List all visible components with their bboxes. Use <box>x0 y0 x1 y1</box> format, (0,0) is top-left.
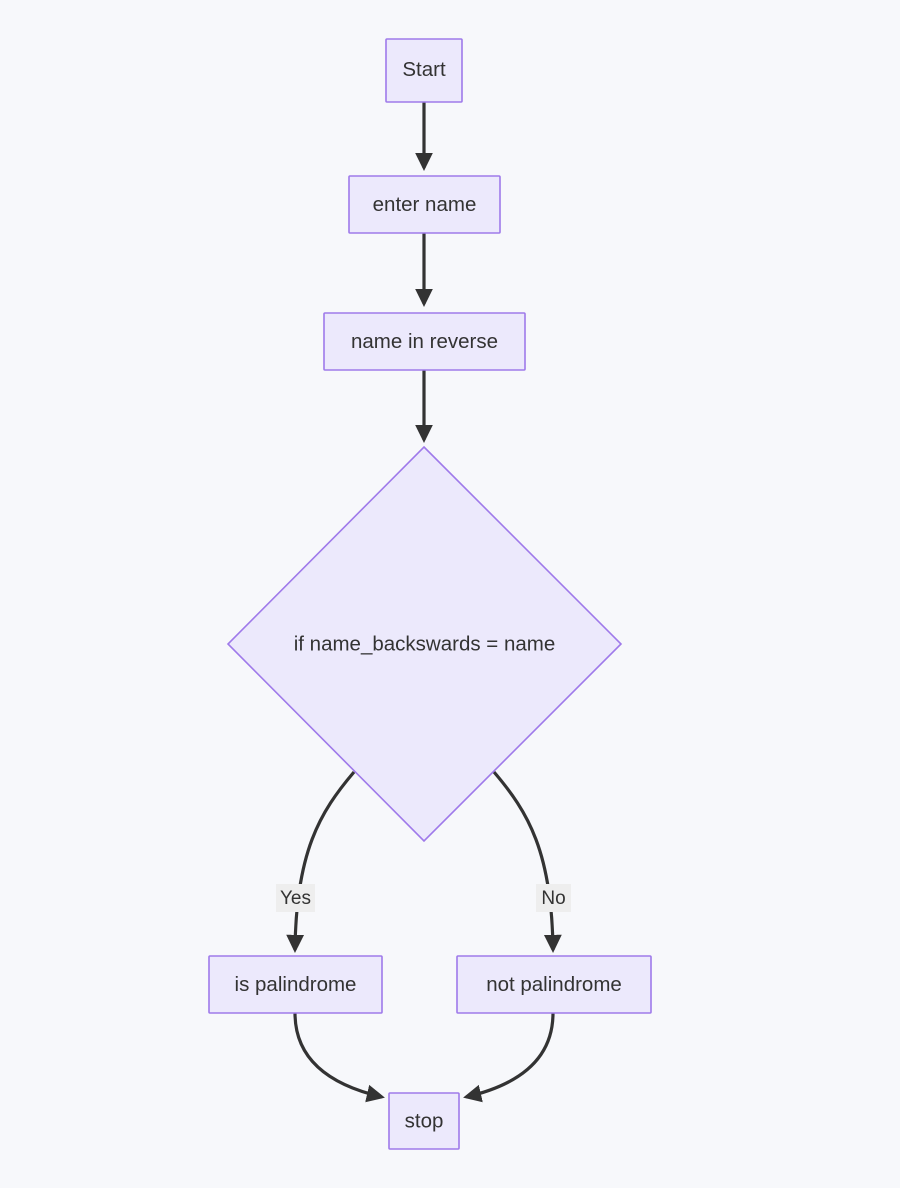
node-name-in-reverse[interactable]: name in reverse <box>323 312 526 371</box>
node-is-palindrome-shape[interactable] <box>208 955 383 1014</box>
edge-not-palindrome-to-stop <box>463 1012 555 1103</box>
edge-decision-to-not-palindrome <box>492 770 562 953</box>
node-decision-shape[interactable] <box>226 445 623 843</box>
edge-label-yes-background <box>276 884 315 912</box>
edge-label-no-background <box>536 884 571 912</box>
node-not-palindrome-label: not palindrome <box>486 973 622 996</box>
node-is-palindrome-label: is palindrome <box>235 973 357 996</box>
node-decision[interactable]: if name_backswards = name <box>226 445 623 843</box>
node-not-palindrome[interactable]: not palindrome <box>456 955 652 1014</box>
edge-is-palindrome-to-stop <box>293 1012 385 1103</box>
node-not-palindrome-shape[interactable] <box>456 955 652 1014</box>
edge-decision-to-is-palindrome <box>286 770 356 953</box>
node-name-in-reverse-label: name in reverse <box>351 330 498 353</box>
node-layer: Start enter name name in reverse if name… <box>208 38 652 1150</box>
node-start-label: Start <box>402 58 446 81</box>
node-stop-shape[interactable] <box>388 1092 460 1150</box>
node-enter-name-shape[interactable] <box>348 175 501 234</box>
node-enter-name[interactable]: enter name <box>348 175 501 234</box>
node-start-shape[interactable] <box>385 38 463 103</box>
node-start[interactable]: Start <box>385 38 463 103</box>
node-enter-name-label: enter name <box>373 193 477 216</box>
node-stop[interactable]: stop <box>388 1092 460 1150</box>
node-is-palindrome[interactable]: is palindrome <box>208 955 383 1014</box>
edge-layer <box>286 102 562 1103</box>
edge-label-layer: Yes No <box>276 884 571 912</box>
node-stop-label: stop <box>405 1109 444 1132</box>
node-decision-label: if name_backswards = name <box>294 632 556 655</box>
edge-label-yes: Yes <box>280 888 311 909</box>
node-name-in-reverse-shape[interactable] <box>323 312 526 371</box>
edge-label-no: No <box>541 888 565 909</box>
